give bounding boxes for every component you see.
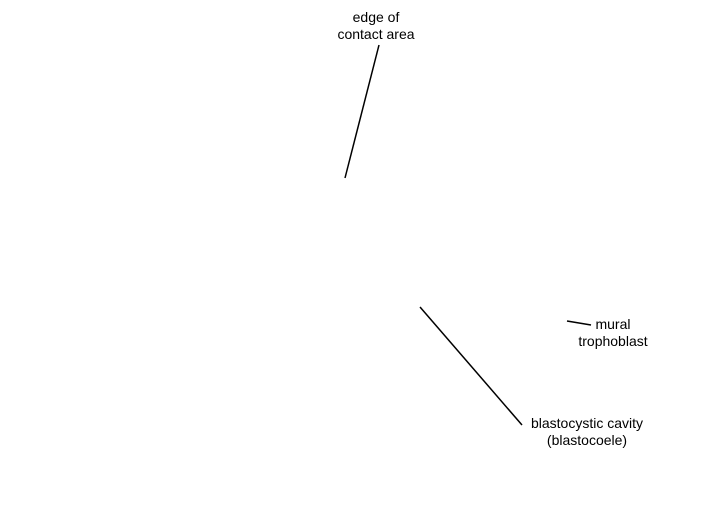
blastocystic-cavity-line1: blastocystic cavity — [530, 415, 644, 431]
mural-trophoblast-leader-line — [566, 320, 592, 326]
mural-trophoblast-label: mural trophoblast — [563, 316, 663, 350]
blastocystic-cavity-leader-line — [419, 306, 523, 426]
edge-of-contact-area-leader-line — [344, 44, 380, 179]
edge-of-contact-area-line2: contact area — [337, 26, 415, 42]
blastocystic-cavity-line2: (blastocoele) — [546, 432, 628, 448]
edge-of-contact-area-line1: edge of — [352, 9, 400, 25]
mural-trophoblast-line2: trophoblast — [578, 333, 648, 349]
edge-of-contact-area-label: edge of contact area — [316, 9, 436, 43]
mural-trophoblast-line1: mural — [595, 316, 631, 332]
blastocystic-cavity-label: blastocystic cavity (blastocoele) — [517, 415, 657, 449]
